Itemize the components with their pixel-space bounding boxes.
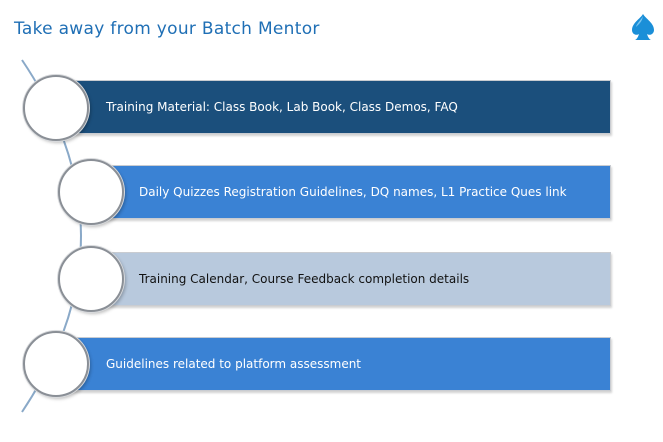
- bullet-circle: [58, 246, 124, 312]
- list-item-platform-assessment: Guidelines related to platform assessmen…: [54, 337, 611, 391]
- bullet-circle: [58, 159, 124, 225]
- list-item-label: Daily Quizzes Registration Guidelines, D…: [139, 185, 567, 199]
- list-item-label: Training Material: Class Book, Lab Book,…: [106, 100, 458, 114]
- list-item-training-material: Training Material: Class Book, Lab Book,…: [54, 80, 611, 134]
- list-item-training-calendar: Training Calendar, Course Feedback compl…: [88, 252, 611, 306]
- bullet-circle: [23, 331, 89, 397]
- spade-logo-icon: [632, 14, 654, 40]
- slide-title: Take away from your Batch Mentor: [14, 19, 320, 39]
- bullet-circle: [23, 75, 89, 141]
- list-item-label: Guidelines related to platform assessmen…: [106, 357, 362, 371]
- list-item-label: Training Calendar, Course Feedback compl…: [139, 272, 470, 286]
- list-item-daily-quizzes: Daily Quizzes Registration Guidelines, D…: [88, 165, 611, 219]
